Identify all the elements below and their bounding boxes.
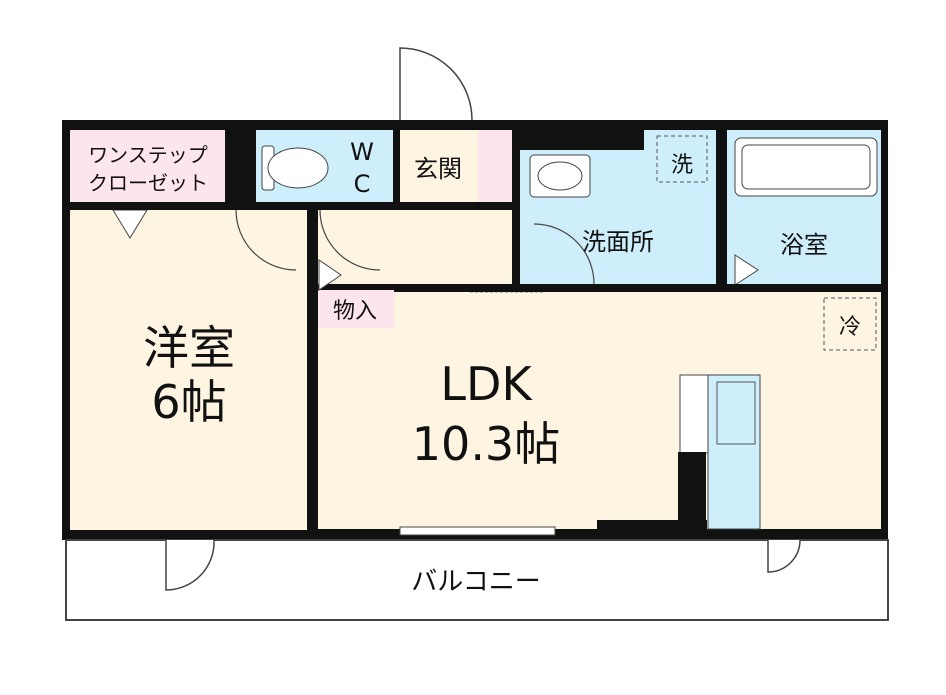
closet-label-2: クローゼット (88, 171, 208, 195)
laundry-label: 洗 (671, 153, 693, 178)
ldk-area (318, 292, 881, 529)
laundry-space (656, 135, 708, 183)
ldk-window (399, 526, 556, 536)
entrance-door (399, 47, 473, 121)
bath-label: 浴室 (780, 231, 828, 259)
laundry-area (644, 130, 716, 188)
washroom-door-arc (533, 223, 595, 285)
washbasin (529, 154, 591, 198)
ldk-top-wall (394, 284, 881, 292)
hall-door-arc (319, 209, 381, 271)
ldk-label-1: LDK (440, 357, 533, 411)
bath-wall (716, 188, 727, 284)
storage-door (318, 259, 342, 291)
hallway-area (318, 210, 512, 284)
closet-label-1: ワンステップ (88, 143, 208, 167)
western-room-label-2: 6帖 (151, 375, 226, 429)
fridge-label: 冷 (839, 315, 861, 340)
western-balcony-door (165, 539, 215, 591)
bathtub (734, 137, 878, 197)
washroom-label: 洗面所 (582, 228, 654, 256)
bathtub-inner (741, 144, 871, 190)
western-door-arc (235, 209, 297, 271)
upper-partition (62, 202, 452, 210)
western-room-label-1: 洋室 (143, 321, 235, 375)
ldk-balcony-door (767, 539, 801, 573)
cabinet (679, 374, 709, 454)
wc-label-1: W (350, 138, 374, 166)
storage-overlay (318, 292, 394, 328)
balcony-label: バルコニー (411, 567, 540, 597)
fridge-space (823, 297, 877, 351)
kitchen-counter (707, 374, 761, 530)
western-ldk-wall (307, 210, 318, 530)
storage-label: 物入 (333, 299, 377, 324)
bath-door (734, 254, 759, 286)
ldk-label-2: 10.3帖 (412, 417, 560, 471)
entrance-label: 玄関 (414, 155, 462, 183)
sink (716, 381, 756, 445)
closet-area (70, 130, 225, 202)
kitchen-wall (678, 452, 706, 529)
wc-label-2: C (354, 170, 371, 198)
kitchen-base-wall (597, 520, 707, 530)
toilet-bowl (267, 147, 329, 189)
entrance-floor (400, 130, 478, 202)
balcony-area (65, 539, 889, 621)
washbasin-bowl (537, 161, 583, 191)
